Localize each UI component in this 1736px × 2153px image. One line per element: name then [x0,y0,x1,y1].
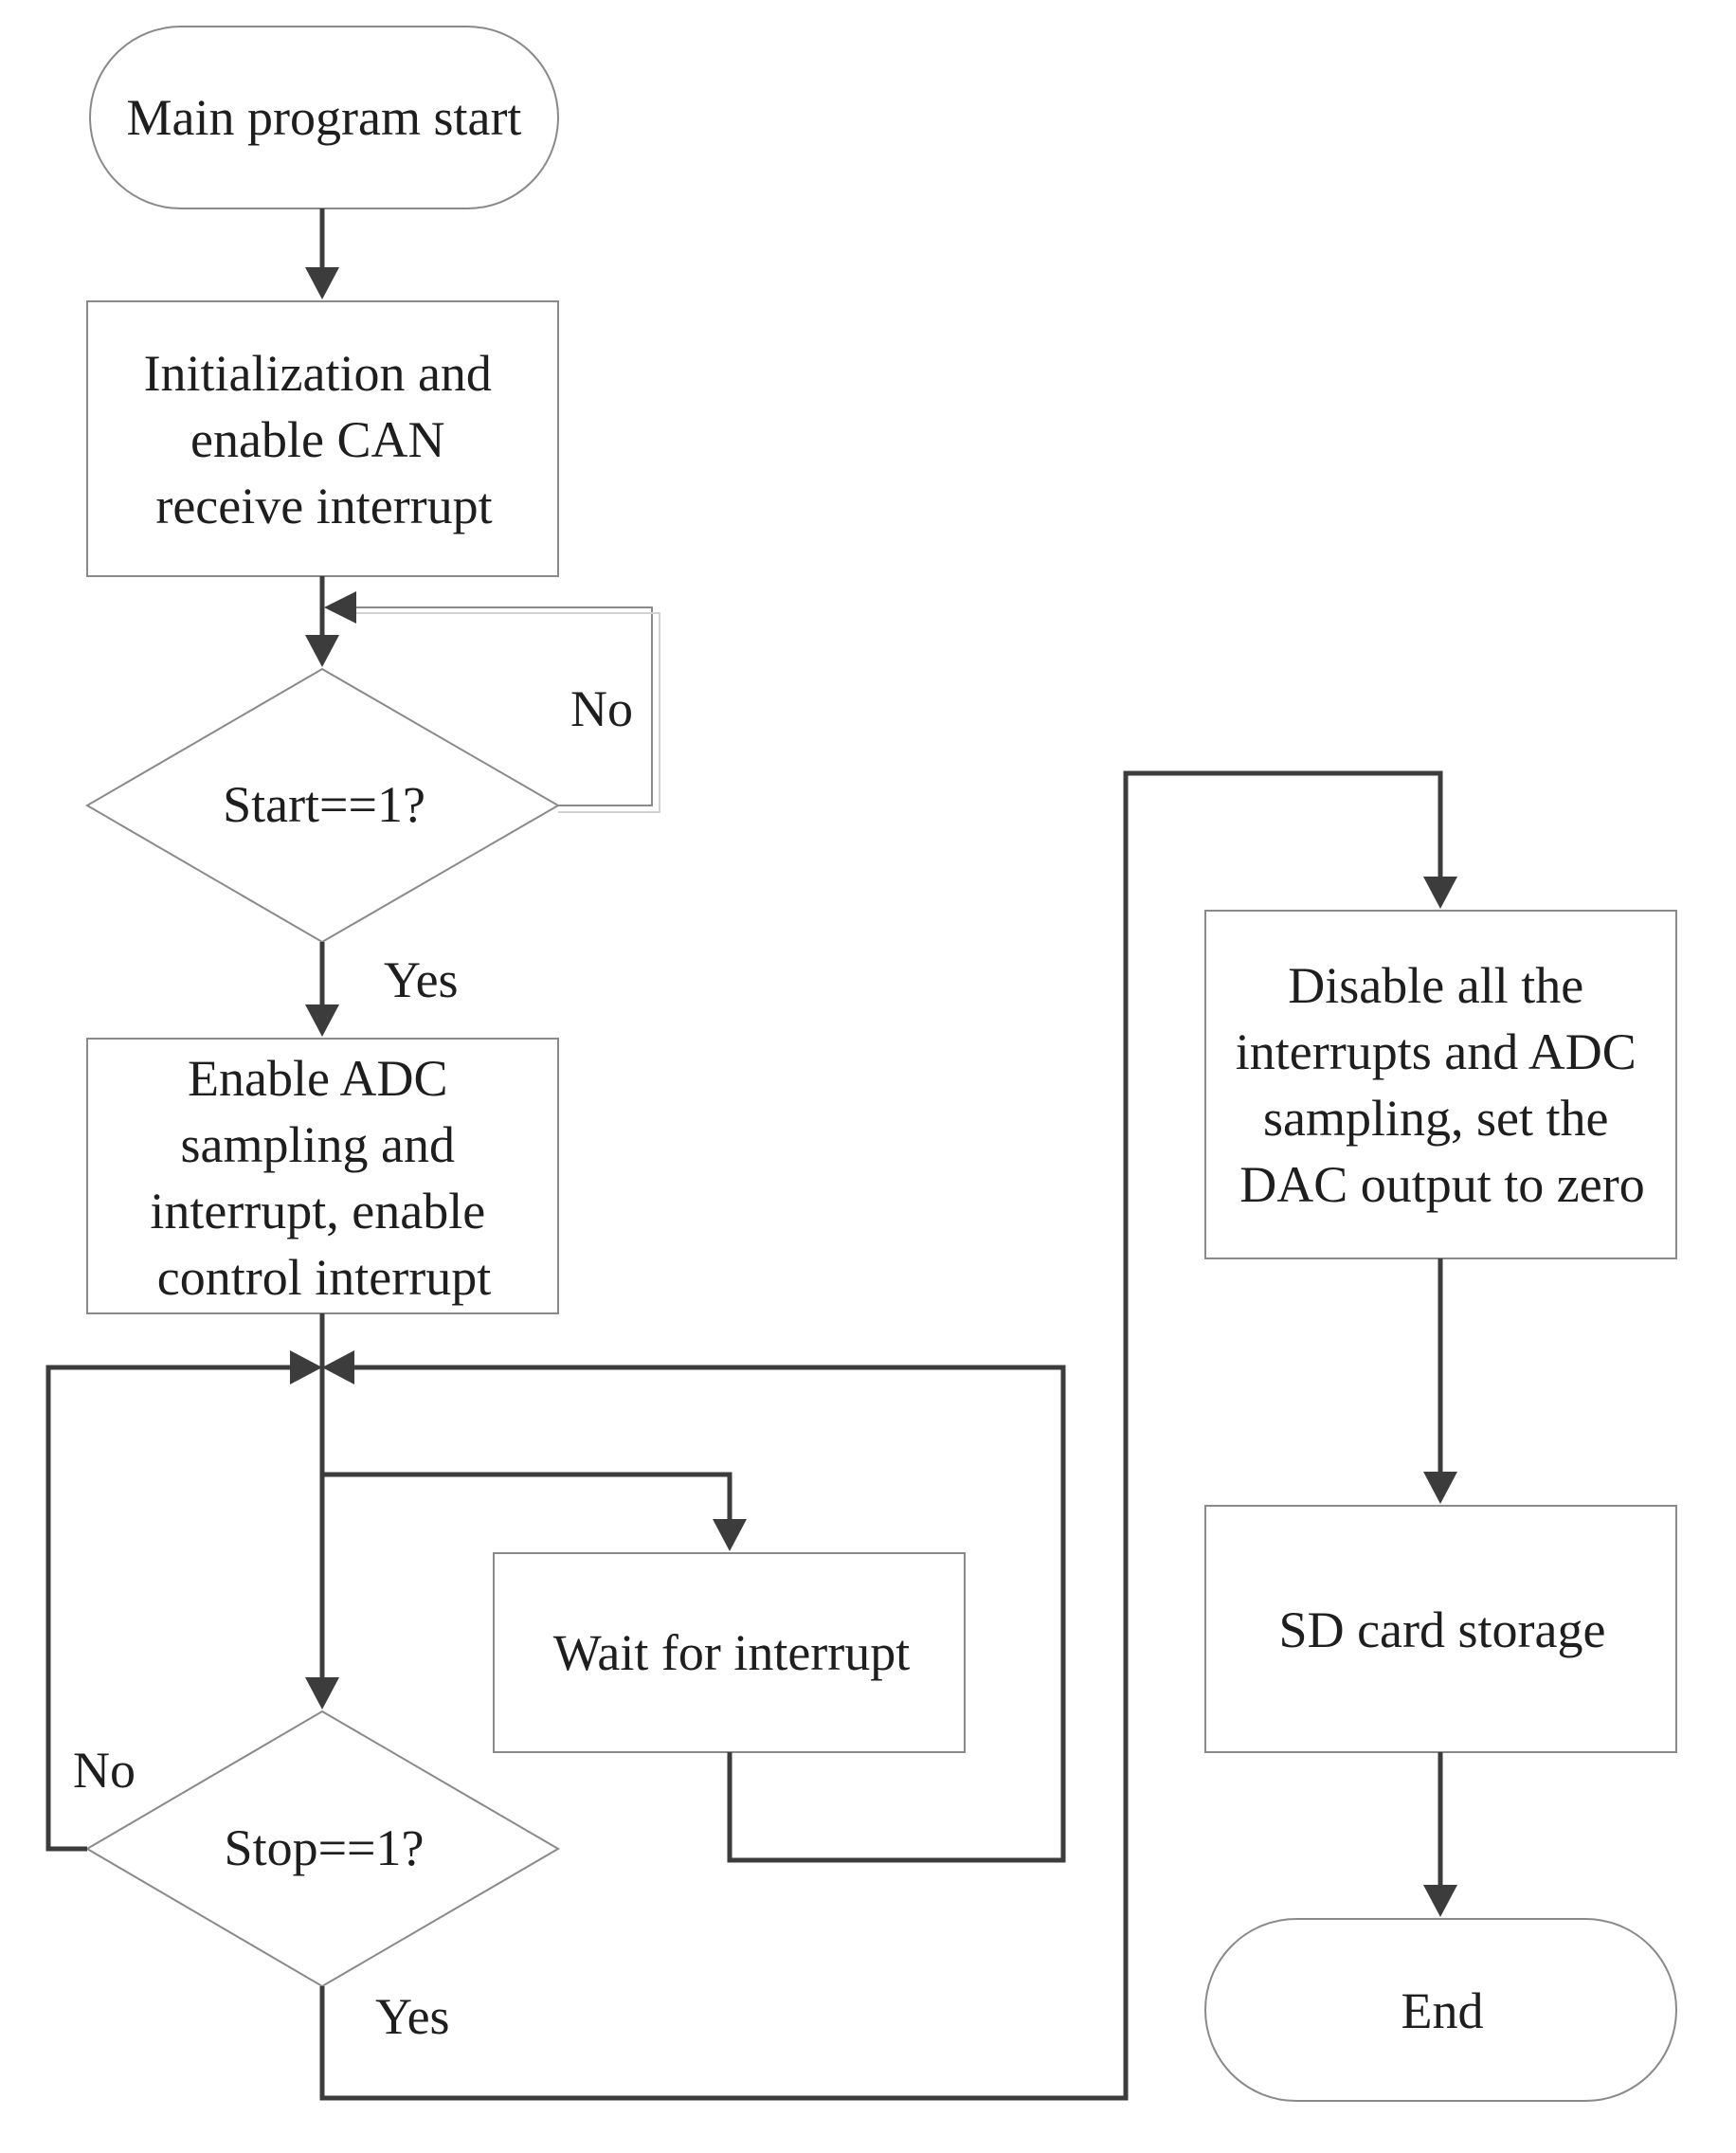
arrowhead [305,635,339,667]
stop-yes-label: Yes [375,1988,450,2045]
arrowhead [1423,1885,1457,1917]
arrowhead [322,1350,354,1384]
stop-condition-label: Stop==1? [225,1819,425,1876]
connector-stop-disable [319,770,1443,2101]
init-box-line: Initialization and [144,345,492,402]
disable-box-line: Disable all the [1288,957,1583,1014]
disable-box-label: Disable all the interrupts and ADC sampl… [1236,957,1649,1213]
arrowhead [713,1519,747,1551]
connector-wait-loopback [353,1365,1066,1863]
disable-box-line: interrupts and ADC [1236,1023,1637,1080]
arrowhead [1423,877,1457,909]
start-no-label: No [570,680,633,737]
init-box-line: enable CAN [190,411,444,468]
init-box-label: Initialization and enable CAN receive in… [144,345,505,534]
connector-trunk-wait [322,1472,732,1523]
enable-adc-box [86,1038,559,1314]
arrowhead [305,267,339,299]
sd-storage-label: SD card storage [1279,1601,1606,1658]
disable-box-line: DAC output to zero [1239,1156,1644,1213]
stop-no-label: No [73,1742,136,1799]
arrowhead [324,591,356,624]
enable-adc-line: Enable ADC [188,1050,447,1107]
start-terminal-label: Main program start [127,89,522,146]
start-condition-label: Start==1? [223,776,425,833]
arrowhead [1423,1472,1457,1504]
end-terminal [1204,1918,1677,2102]
init-box [86,300,559,577]
end-terminal-label: End [1401,1982,1484,2039]
wait-interrupt-label: Wait for interrupt [553,1624,911,1681]
connector-stop-no-loop [45,1365,292,1852]
enable-adc-box-label: Enable ADC sampling and interrupt, enabl… [150,1050,497,1306]
sd-storage-box [1204,1505,1677,1753]
disable-box-line: sampling, set the [1263,1090,1608,1147]
enable-adc-line: interrupt, enable [150,1183,485,1239]
wait-interrupt-box [493,1552,966,1753]
arrowhead [290,1350,322,1384]
connector-start-no-loop [332,606,653,806]
arrowhead [305,1004,339,1037]
arrowhead [305,1677,339,1710]
enable-adc-line: sampling and [181,1116,455,1173]
init-box-line: receive interrupt [155,478,492,534]
disable-box [1204,910,1677,1259]
start-yes-label: Yes [384,951,459,1008]
connector-start-no-loop-shadow [341,612,660,813]
enable-adc-line: control interrupt [157,1249,491,1306]
